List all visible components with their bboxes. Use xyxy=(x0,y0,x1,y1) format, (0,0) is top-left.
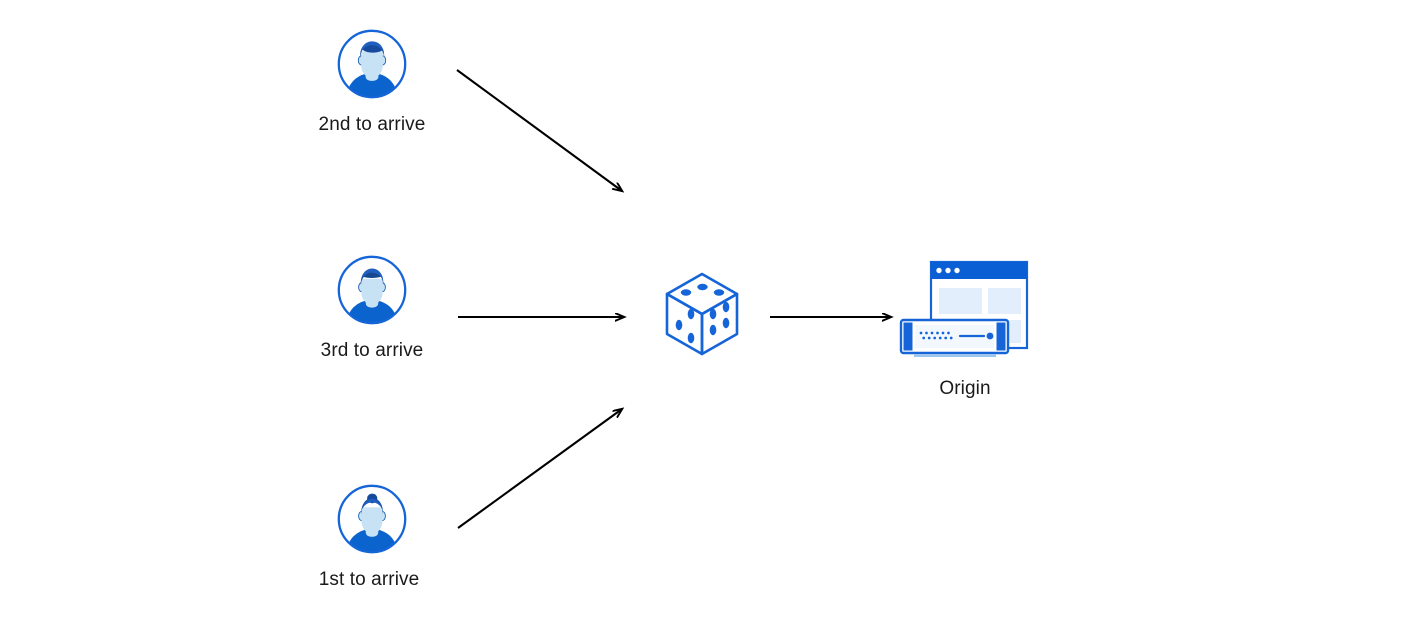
node-client-2nd[interactable] xyxy=(336,28,408,100)
node-dice[interactable] xyxy=(661,270,743,362)
node-label-client-1st: 1st to arrive xyxy=(318,569,420,590)
origin-server-icon xyxy=(899,260,1029,357)
arrow-1st-to-dice xyxy=(457,409,622,529)
node-label-client-3rd: 3rd to arrive xyxy=(320,340,424,361)
user-avatar-icon xyxy=(337,29,407,99)
node-client-3rd[interactable] xyxy=(336,254,408,326)
node-label-client-2nd: 2nd to arrive xyxy=(318,114,426,135)
node-label-origin: Origin xyxy=(939,378,991,399)
dice-cube-icon xyxy=(665,272,739,356)
user-avatar-icon xyxy=(337,484,407,554)
node-origin[interactable] xyxy=(898,258,1038,360)
user-avatar-icon xyxy=(337,255,407,325)
node-client-1st[interactable] xyxy=(336,483,408,555)
router-device-icon xyxy=(899,318,1010,357)
